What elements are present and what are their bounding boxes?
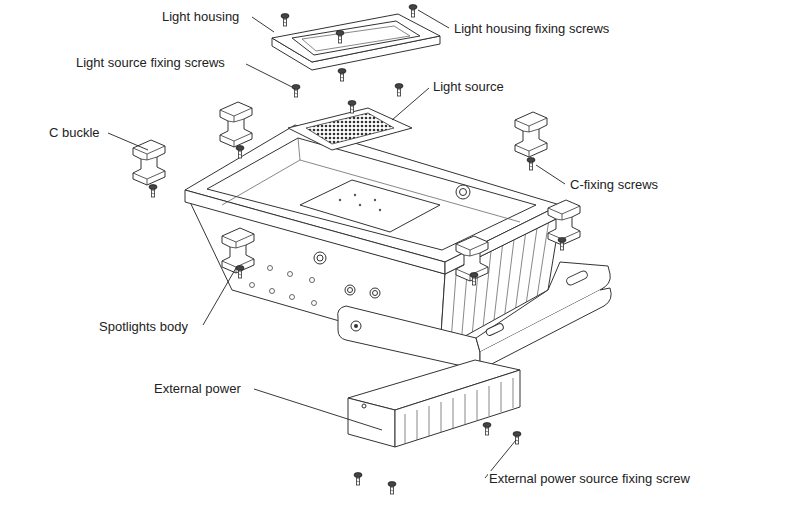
c-buckle xyxy=(133,102,580,281)
light-source xyxy=(288,108,412,150)
part-label: External power xyxy=(153,381,242,397)
part-label: Spotlights body xyxy=(98,319,189,335)
screw xyxy=(149,5,566,494)
leader-line xyxy=(108,10,565,478)
part-label: C buckle xyxy=(48,125,101,141)
external-power xyxy=(348,360,520,447)
part-label: External power source fixing screw xyxy=(488,471,691,487)
part-label: C-fixing screws xyxy=(569,177,659,193)
part-label: Light source xyxy=(432,79,505,95)
light-housing xyxy=(272,14,440,70)
part-label: Light housing xyxy=(161,9,240,25)
part-label: Light housing fixing screws xyxy=(453,21,610,37)
part-label: Light source fixing screws xyxy=(75,55,226,71)
mounting-bracket xyxy=(338,262,611,370)
